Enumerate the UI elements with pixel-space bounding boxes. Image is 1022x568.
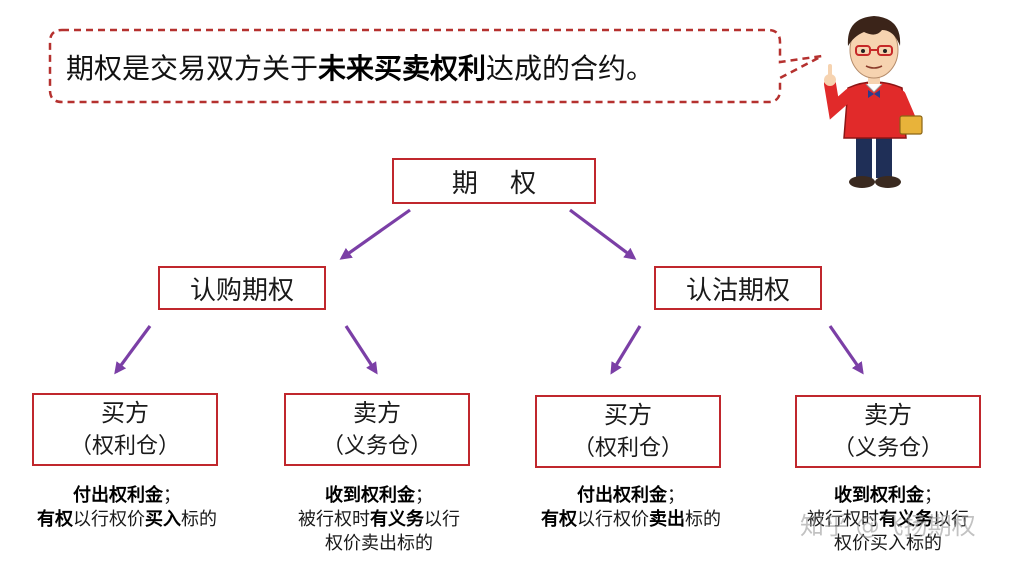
desc-text: 以行权价 (577, 509, 649, 530)
desc-line: 付出权利金； (22, 484, 232, 508)
root-option-box: 期 权 (392, 158, 596, 204)
put-seller-desc: 收到权利金；被行权时有义务以行权价买入标的 (783, 484, 993, 556)
desc-line: 收到权利金； (783, 484, 993, 508)
put-seller-title: 卖方 (864, 400, 912, 429)
desc-line: 有权以行权价卖出标的 (526, 508, 736, 532)
put-buyer-box: 买方 （权利仓） (535, 395, 721, 468)
arrow-root-to-put (569, 208, 637, 260)
desc-emphasis: 收到权利金 (834, 485, 924, 506)
desc-emphasis: 卖出 (649, 509, 685, 530)
desc-text: 标的 (181, 509, 217, 530)
desc-line: 权价买入标的 (783, 532, 993, 556)
call-seller-desc: 收到权利金；被行权时有义务以行权价卖出标的 (274, 484, 484, 556)
desc-text: 权价买入标的 (834, 533, 942, 554)
put-buyer-desc: 付出权利金；有权以行权价卖出标的 (526, 484, 736, 532)
desc-emphasis: 付出权利金 (73, 485, 163, 506)
bubble-suffix: 达成的合约。 (486, 52, 655, 85)
desc-text: 以行 (424, 509, 460, 530)
desc-emphasis: 有权 (37, 509, 73, 530)
bubble-text: 期权是交易双方关于未来买卖权利达成的合约。 (66, 46, 654, 92)
desc-emphasis: 有权 (541, 509, 577, 530)
call-buyer-box: 买方 （权利仓） (32, 393, 218, 466)
arrow-put-to-buyer (610, 325, 642, 375)
call-seller-box: 卖方 （义务仓） (284, 393, 470, 466)
call-seller-title: 卖方 (353, 398, 401, 427)
call-option-label: 认购期权 (189, 275, 294, 306)
call-buyer-desc: 付出权利金；有权以行权价买入标的 (22, 484, 232, 532)
desc-text: ； (415, 485, 433, 506)
desc-text: ； (667, 485, 685, 506)
put-buyer-subtitle: （权利仓） (572, 435, 683, 461)
arrow-root-to-call (339, 208, 411, 260)
bubble-prefix: 期权是交易双方关于 (66, 52, 319, 85)
desc-text: 权价卖出标的 (325, 533, 433, 554)
desc-text: ； (163, 485, 181, 506)
desc-emphasis: 收到权利金 (325, 485, 415, 506)
desc-text: 被行权时 (298, 509, 370, 530)
put-seller-subtitle: （义务仓） (832, 435, 943, 461)
root-label: 期 权 (451, 168, 549, 199)
bubble-highlight: 未来买卖权利 (318, 52, 487, 85)
call-buyer-subtitle: （权利仓） (69, 433, 180, 459)
speech-bubble-shape (48, 28, 823, 104)
put-option-label: 认沽期权 (685, 275, 790, 306)
desc-line: 被行权时有义务以行 (783, 508, 993, 532)
desc-emphasis: 有义务 (370, 509, 424, 530)
desc-text: 被行权时 (807, 509, 879, 530)
desc-line: 收到权利金； (274, 484, 484, 508)
arrow-put-to-seller (828, 325, 864, 375)
arrow-call-to-buyer (114, 325, 152, 375)
call-option-box: 认购期权 (158, 266, 326, 310)
desc-line: 付出权利金； (526, 484, 736, 508)
desc-emphasis: 付出权利金 (577, 485, 667, 506)
call-buyer-title: 买方 (101, 398, 149, 427)
desc-emphasis: 买入 (145, 509, 181, 530)
teacher-cartoon-icon (824, 16, 923, 188)
arrow-call-to-seller (344, 325, 378, 375)
desc-line: 有权以行权价买入标的 (22, 508, 232, 532)
desc-text: ； (924, 485, 942, 506)
desc-emphasis: 有义务 (879, 509, 933, 530)
desc-line: 权价卖出标的 (274, 532, 484, 556)
put-option-box: 认沽期权 (654, 266, 822, 310)
desc-text: 以行权价 (73, 509, 145, 530)
put-buyer-title: 买方 (604, 400, 652, 429)
put-seller-box: 卖方 （义务仓） (795, 395, 981, 468)
desc-line: 被行权时有义务以行 (274, 508, 484, 532)
watermark: 知乎 @飞扬期权 (800, 512, 976, 540)
call-seller-subtitle: （义务仓） (321, 433, 432, 459)
desc-text: 以行 (933, 509, 969, 530)
desc-text: 标的 (685, 509, 721, 530)
